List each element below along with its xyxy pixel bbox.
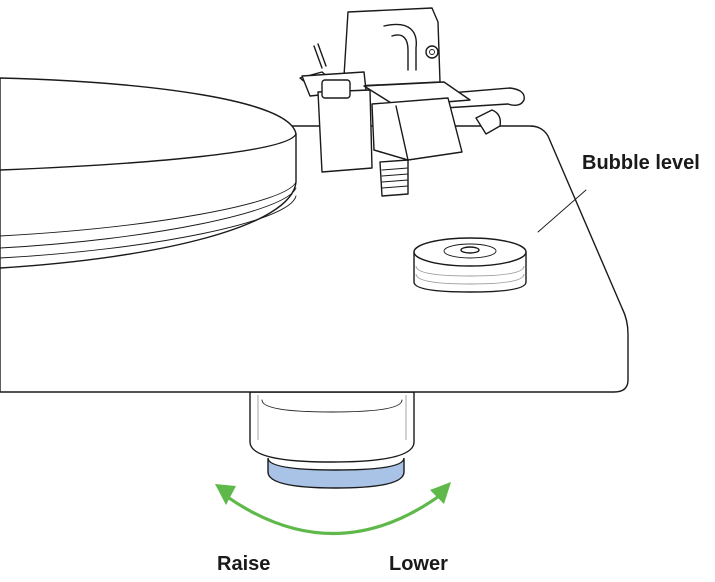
raise-label: Raise (217, 553, 271, 575)
platter (0, 77, 297, 269)
bubble-level (413, 237, 527, 293)
curved-double-arrow-icon (215, 482, 451, 536)
adjustable-foot (249, 391, 415, 489)
lower-label: Lower (389, 553, 448, 575)
tonearm-assembly (299, 7, 525, 197)
bubble-level-label: Bubble level (582, 152, 700, 174)
foot-ring[interactable] (267, 457, 405, 489)
bubble-level-leader-line (537, 189, 587, 233)
